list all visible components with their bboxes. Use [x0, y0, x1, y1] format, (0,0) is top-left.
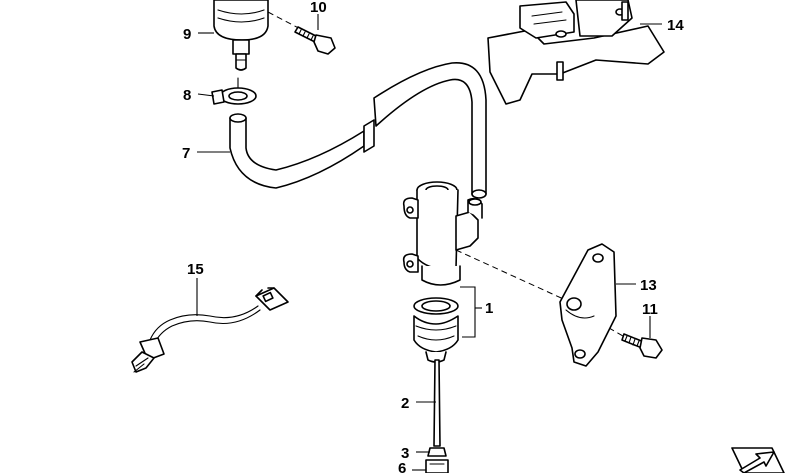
sensor-cable-icon [131, 287, 289, 373]
valve-icon [213, 0, 269, 71]
hose-icon [229, 62, 487, 199]
callout-11: 11 [642, 301, 658, 318]
callout-7: 7 [182, 145, 190, 162]
callout-8: 8 [183, 87, 191, 104]
callout-9: 9 [183, 26, 191, 43]
callout-1: 1 [485, 300, 493, 317]
housing-icon [402, 181, 483, 286]
callout-13: 13 [640, 277, 657, 294]
callout-6: 6 [398, 460, 406, 473]
seal-grommet-icon [413, 297, 459, 363]
washer-icon [425, 459, 449, 473]
callout-14: 14 [667, 17, 684, 34]
assembly-line [267, 11, 311, 35]
hose-clamp-icon [211, 77, 257, 105]
bracket-plate-icon [559, 243, 617, 367]
sensor-rod-icon [433, 359, 441, 447]
mounting-bracket-icon [487, 0, 665, 105]
bolt-icon [294, 26, 336, 55]
bolt-icon [621, 333, 663, 359]
callout-2: 2 [401, 395, 409, 412]
callout-15: 15 [187, 261, 204, 278]
leader-lines [196, 14, 662, 471]
callout-10: 10 [310, 0, 327, 16]
arrow-symbol-icon [731, 447, 785, 473]
nut-icon [427, 447, 447, 457]
assembly-line [455, 249, 571, 303]
callout-3: 3 [401, 445, 409, 462]
